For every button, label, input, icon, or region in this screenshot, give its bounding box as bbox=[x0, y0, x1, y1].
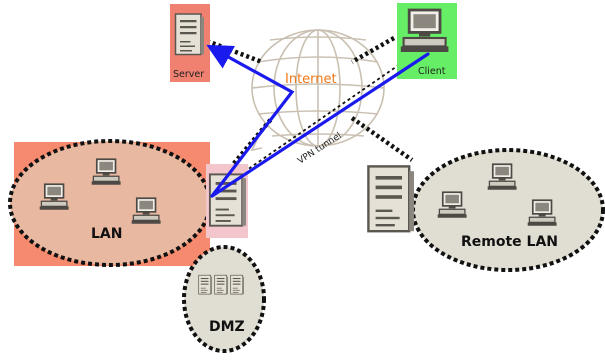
gateway-server-icon[interactable] bbox=[208, 173, 246, 227]
lan-workstation-icon[interactable] bbox=[38, 183, 70, 211]
link-server-internet bbox=[206, 38, 263, 65]
remote-lan-label: Remote LAN bbox=[461, 234, 558, 250]
lan-workstation-icon[interactable] bbox=[90, 158, 122, 186]
internet-label: Internet bbox=[285, 72, 337, 87]
internet-globe-icon bbox=[250, 29, 385, 152]
client-label: Client bbox=[418, 66, 446, 77]
client-workstation-icon[interactable] bbox=[399, 8, 450, 54]
remote-gateway-server-icon[interactable] bbox=[367, 165, 414, 233]
server-icon[interactable] bbox=[174, 13, 205, 56]
remote-workstation-icon[interactable] bbox=[486, 163, 518, 191]
dmz-zone bbox=[182, 245, 266, 353]
vpn-tunnel-line bbox=[243, 59, 407, 173]
link-client-internet bbox=[350, 36, 396, 64]
remote-workstation-icon[interactable] bbox=[436, 191, 468, 219]
lan-label: LAN bbox=[91, 226, 122, 242]
dmz-server-icon[interactable] bbox=[230, 274, 244, 295]
remote-workstation-icon[interactable] bbox=[526, 199, 558, 227]
server-label: Server bbox=[173, 69, 204, 80]
link-globe-remote-lan bbox=[350, 116, 414, 162]
dmz-server-icon[interactable] bbox=[198, 274, 212, 295]
vpn-tunnel-path bbox=[206, 44, 430, 198]
dmz-server-icon[interactable] bbox=[214, 274, 228, 295]
dmz-label: DMZ bbox=[209, 319, 245, 335]
lan-workstation-icon[interactable] bbox=[130, 197, 162, 225]
